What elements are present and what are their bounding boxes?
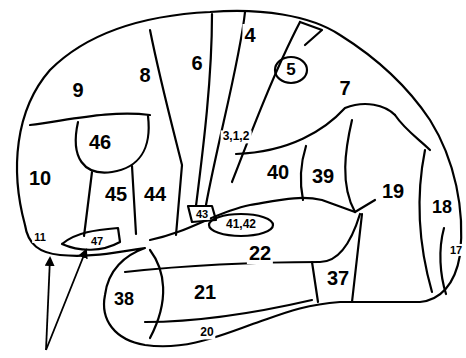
area-number: 19	[380, 180, 406, 202]
area-number: 46	[87, 131, 113, 153]
area-number: 41,42	[224, 218, 258, 231]
area-border	[62, 228, 120, 250]
area-border	[150, 250, 163, 338]
area-number: 43	[194, 208, 210, 220]
area-number: 3,1,2	[221, 130, 252, 143]
area-number: 22	[247, 242, 273, 264]
area-number: 37	[325, 267, 351, 289]
area-number: 44	[142, 183, 168, 205]
area-number: 17	[448, 244, 464, 256]
leader-arrow	[46, 250, 86, 350]
area-number: 5	[284, 61, 297, 80]
area-border	[150, 198, 355, 240]
area-number: 38	[112, 290, 136, 310]
area-number: 8	[137, 64, 152, 86]
area-number: 45	[103, 183, 129, 205]
area-border	[301, 146, 306, 200]
area-number: 18	[430, 198, 454, 218]
area-border	[196, 14, 212, 206]
area-number: 47	[89, 235, 105, 247]
area-border	[300, 22, 322, 45]
area-number: 11	[32, 231, 48, 243]
area-border	[275, 57, 307, 83]
area-border	[132, 166, 136, 234]
area-number: 6	[189, 52, 204, 74]
area-border	[84, 172, 92, 236]
area-number: 7	[337, 77, 352, 99]
area-number: 20	[198, 326, 215, 339]
area-border	[209, 214, 273, 236]
area-border	[420, 150, 432, 292]
area-border	[76, 116, 149, 173]
area-border	[312, 262, 318, 302]
area-number: 10	[27, 167, 53, 189]
area-border	[232, 22, 300, 182]
area-border	[30, 114, 150, 125]
area-number: 9	[70, 79, 85, 101]
area-number: 40	[265, 161, 291, 183]
area-border	[125, 214, 360, 272]
area-number: 39	[310, 165, 336, 187]
area-border	[352, 214, 362, 302]
area-border	[236, 104, 395, 154]
area-border	[206, 12, 245, 205]
area-border	[395, 115, 430, 150]
area-number: 21	[192, 281, 218, 303]
area-border	[440, 228, 446, 294]
area-border	[345, 120, 375, 212]
area-border	[188, 206, 216, 222]
brain-outline	[17, 11, 461, 346]
area-number: 4	[242, 24, 257, 46]
area-border	[145, 300, 312, 322]
leader-arrow	[46, 258, 50, 350]
